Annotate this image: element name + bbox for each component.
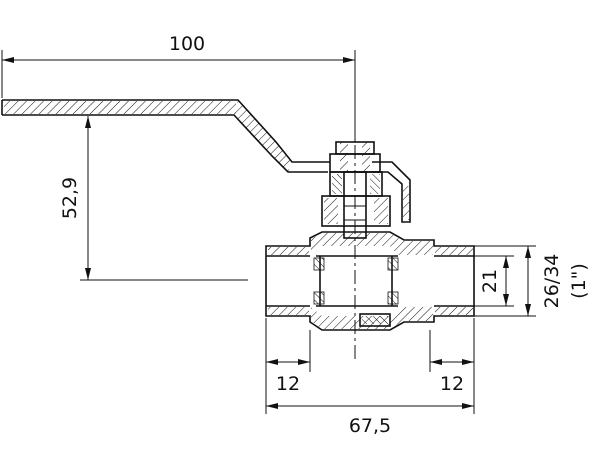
- dimension-handle-height: 52,9: [59, 116, 248, 281]
- valve-stem: [321, 141, 391, 239]
- dimension-outer: 26/34 (1"): [474, 245, 590, 317]
- dim-label-12-right: 12: [440, 373, 464, 395]
- dimension-handle-length: 100: [1, 33, 356, 142]
- dim-label-100: 100: [169, 33, 205, 55]
- dimension-right-port: 12: [429, 318, 475, 414]
- dimension-body-length: 67,5: [266, 403, 474, 437]
- dim-label-21: 21: [479, 269, 501, 293]
- dimension-bore: 21: [474, 255, 514, 307]
- dim-label-12-left: 12: [276, 373, 300, 395]
- dimension-left-port: 12: [265, 318, 311, 414]
- valve-body: [265, 120, 475, 360]
- dim-label-67-5: 67,5: [349, 415, 391, 437]
- dim-label-26-34: 26/34: [541, 254, 563, 309]
- dim-label-52-9: 52,9: [59, 177, 81, 219]
- dim-label-thread: (1"): [568, 263, 590, 299]
- handle-lever: [1, 99, 411, 223]
